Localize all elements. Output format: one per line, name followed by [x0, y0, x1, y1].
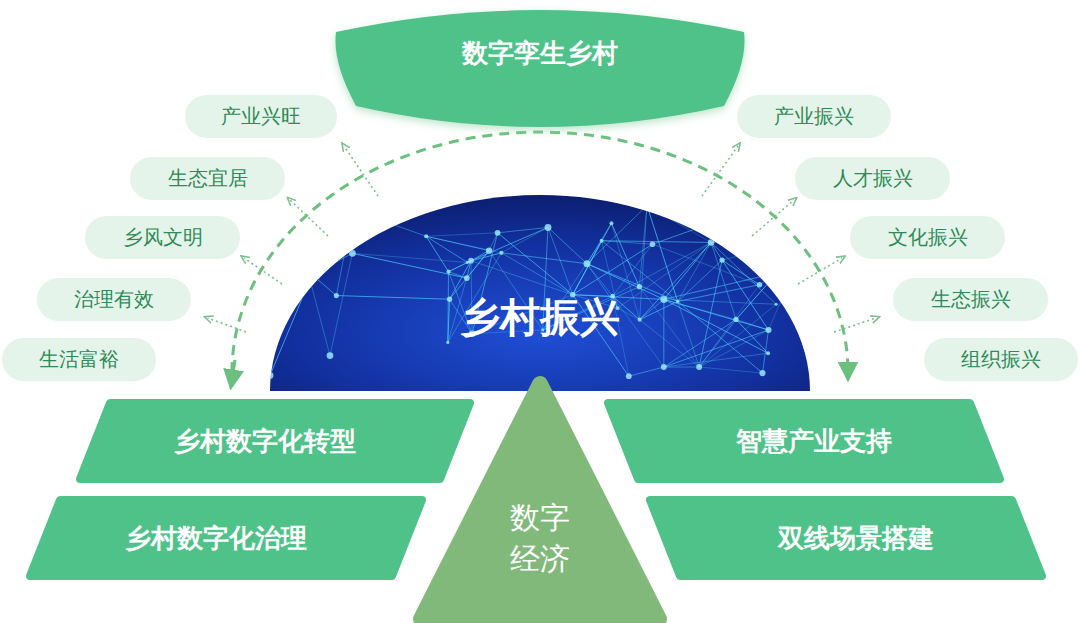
- node-label: 智慧产业支持: [736, 424, 892, 459]
- dome-outline: [270, 195, 810, 391]
- support-band: 智慧产业支持: [608, 403, 1000, 479]
- node-label: 乡村振兴: [460, 290, 620, 345]
- goal-pill: 治理有效: [37, 278, 191, 321]
- goal-pill: 乡风文明: [85, 216, 240, 259]
- node-label: 乡村数字化治理: [125, 521, 307, 556]
- revival-pill: 文化振兴: [850, 216, 1005, 259]
- revival-pill: 人才振兴: [795, 157, 950, 200]
- node-label: 双线场景搭建: [778, 521, 934, 556]
- node-label: 治理有效: [74, 286, 154, 313]
- node-label: 文化振兴: [888, 224, 968, 251]
- node-label: 产业振兴: [774, 103, 854, 130]
- node-label: 生态宜居: [168, 165, 248, 192]
- revival-pill: 组织振兴: [924, 338, 1078, 381]
- revival-pill: 产业振兴: [737, 95, 891, 138]
- node-label: 生态振兴: [931, 286, 1011, 313]
- goal-pill: 产业兴旺: [185, 95, 337, 138]
- revival-pill: 生态振兴: [893, 278, 1048, 321]
- support-band: 双线场景搭建: [650, 500, 1042, 576]
- goal-pill: 生活富裕: [2, 338, 156, 381]
- node-label: 生活富裕: [39, 346, 119, 373]
- node-label: 数字孪生乡村: [462, 36, 618, 71]
- goal-pill: 生态宜居: [130, 157, 285, 200]
- node-label: 人才振兴: [833, 165, 913, 192]
- base-triangle: 数字 经济: [413, 374, 667, 623]
- node-label: 数字 经济: [506, 498, 575, 579]
- core-dome: 乡村振兴: [270, 195, 810, 391]
- arc-arrowhead: [232, 360, 235, 380]
- support-band: 乡村数字化治理: [30, 500, 422, 576]
- support-band: 乡村数字化转型: [80, 403, 470, 479]
- network-texture: [267, 203, 810, 379]
- banner: 数字孪生乡村: [330, 2, 750, 130]
- node-label: 产业兴旺: [221, 103, 301, 130]
- node-label: 组织振兴: [961, 346, 1041, 373]
- node-label: 乡风文明: [123, 224, 203, 251]
- tri-outline: [413, 374, 667, 623]
- node-label: 乡村数字化转型: [174, 424, 356, 459]
